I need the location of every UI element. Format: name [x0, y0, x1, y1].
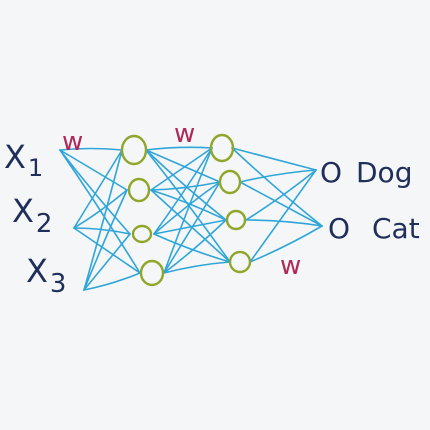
weight-labels: w w w — [62, 119, 301, 281]
hidden1-node-2 — [127, 177, 151, 203]
weight-label-hidden1-hidden2: w — [174, 119, 195, 149]
hidden1-node-1 — [120, 134, 148, 166]
input-letter: X — [26, 252, 48, 290]
connection-hidden2-1-output1 — [231, 147, 317, 171]
input-label-x2: X2 — [12, 192, 52, 239]
connection-hidden1-4-hidden2-4 — [163, 261, 231, 274]
connection-hidden1-3-hidden2-1 — [153, 147, 213, 235]
connection-hidden1-2-hidden2-1 — [150, 147, 213, 191]
hidden2-node-1 — [209, 133, 235, 163]
connection-hidden1-2-hidden2-4 — [150, 189, 231, 263]
connection-input3-hidden1-3 — [83, 233, 131, 291]
connection-hidden2-3-output2 — [245, 219, 323, 227]
connection-input2-hidden1-4 — [73, 227, 141, 274]
input-letter: X — [12, 192, 34, 230]
input-label-x3: X3 — [26, 252, 66, 299]
connection-hidden1-4-hidden2-3 — [163, 219, 227, 274]
connection-input3-hidden1-4 — [83, 272, 141, 291]
connection-hidden1-4-hidden2-2 — [163, 181, 221, 274]
connection-hidden2-3-output1 — [245, 169, 317, 221]
output-nodes: O Dog O Cat — [320, 156, 420, 245]
connection-hidden2-4-output2 — [249, 225, 323, 263]
connection-hidden1-1-hidden2-4 — [145, 149, 231, 263]
connection-input1-hidden1-2 — [59, 149, 128, 191]
connection-hidden1-4-hidden2-1 — [163, 147, 213, 274]
output-label-dog: Dog — [356, 156, 412, 189]
connection-hidden2-4-output1 — [249, 169, 317, 263]
input-subscript: 1 — [28, 154, 43, 182]
output-label-cat: Cat — [372, 212, 420, 245]
connection-input3-hidden1-2 — [83, 189, 128, 291]
connection-hidden2-2-output1 — [239, 169, 317, 183]
connection-input1-hidden1-1 — [59, 147, 123, 151]
connection-hidden1-3-hidden2-3 — [153, 219, 227, 235]
hidden1-node-3 — [131, 224, 153, 244]
hidden2-node-2 — [218, 169, 242, 195]
hidden1-node-4 — [139, 259, 165, 287]
input-label-x1: X1 — [4, 138, 43, 182]
hidden2-node-3 — [225, 209, 247, 231]
input-subscript: 3 — [50, 269, 67, 299]
connection-hidden1-1-hidden2-1 — [145, 146, 213, 151]
input-subscript: 2 — [36, 209, 53, 239]
connection-hidden2-2-output2 — [239, 181, 323, 227]
connection-input2-hidden1-1 — [73, 149, 123, 229]
hidden2-node-4 — [228, 250, 252, 274]
hidden-nodes-group — [120, 133, 252, 287]
input-letter: X — [4, 138, 26, 176]
connection-hidden1-1-hidden2-3 — [145, 149, 227, 221]
output-node-dog: O — [320, 156, 342, 189]
connection-input2-hidden1-2 — [73, 189, 128, 229]
output-node-cat: O — [328, 212, 350, 245]
weight-label-hidden2-output: w — [280, 251, 301, 281]
connection-input3-hidden1-1 — [83, 149, 123, 291]
connection-hidden2-1-output2 — [231, 147, 323, 227]
connection-input2-hidden1-3 — [73, 227, 131, 235]
weight-label-input-hidden1: w — [62, 127, 83, 157]
connection-hidden1-2-hidden2-3 — [150, 189, 227, 221]
connections-group — [59, 146, 323, 291]
connection-hidden1-3-hidden2-2 — [153, 181, 221, 235]
connection-hidden1-1-hidden2-2 — [145, 149, 221, 183]
connection-hidden1-3-hidden2-4 — [153, 233, 231, 263]
input-labels: X1 X2 X3 — [4, 138, 66, 299]
